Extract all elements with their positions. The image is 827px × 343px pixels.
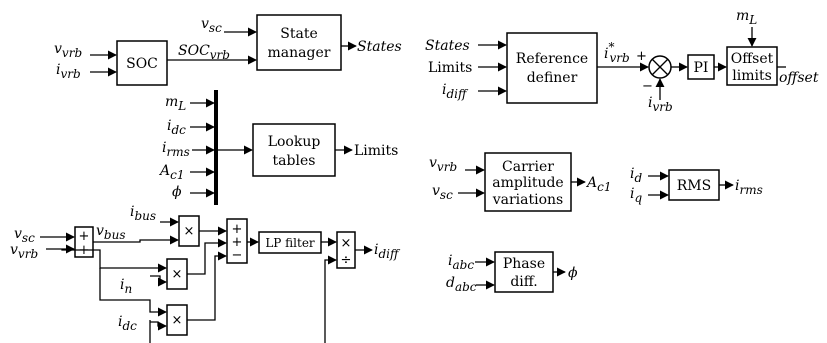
carrier-label-3: variations <box>492 192 564 208</box>
rms-output-label: irms <box>735 178 763 197</box>
idiff-input-vsc: vsc <box>14 226 35 245</box>
reference-output-label: i*vrb <box>604 40 630 65</box>
pi-block <box>687 54 715 80</box>
lookup-section: mL idc irms Ac1 ϕ Lookup tables Limits <box>158 90 398 205</box>
summing-plus-sign: + <box>636 49 647 64</box>
in-to-mult2-wire <box>150 275 167 287</box>
rms-input-id: id <box>630 166 642 185</box>
rms-label: RMS <box>677 178 711 194</box>
vbus-wire <box>93 235 179 245</box>
rms-block <box>668 169 720 201</box>
vvrb-to-mult3-wire <box>99 268 167 317</box>
reference-definer-block <box>506 32 598 104</box>
lookup-input-idc: idc <box>167 118 186 137</box>
mult3-to-sum2 <box>187 251 227 321</box>
offset-output-label: offset <box>779 70 819 86</box>
state-manager-input-vsc: vsc <box>201 16 222 35</box>
ibus-label: ibus <box>130 204 156 223</box>
state-manager-label-2: manager <box>268 45 331 61</box>
sum-2-sign-3: − <box>232 248 243 263</box>
soc-output-label: SOCvrb <box>178 43 230 62</box>
lookup-label-1: Lookup <box>268 134 321 150</box>
sum-2-sign-1: + <box>232 222 243 237</box>
lookup-input-phi: ϕ <box>172 184 182 200</box>
state-manager-output-label: States <box>357 39 402 55</box>
phase-label-2: diff. <box>510 274 537 290</box>
carrier-label-2: amplitude <box>492 175 563 191</box>
soc-input-ivrb: ivrb <box>56 62 81 81</box>
soc-input-vvrb: vvrb <box>54 41 82 60</box>
reference-section: States Limits idiff Reference definer i*… <box>425 8 819 114</box>
ref-input-idiff: idiff <box>442 82 469 101</box>
ref-input-states: States <box>425 38 470 54</box>
divider-top-sign: × <box>341 236 352 251</box>
phase-label-1: Phase <box>503 256 545 272</box>
offset-limits-block <box>726 46 778 86</box>
sum-2-sign-2: + <box>232 235 243 250</box>
in-label: in <box>120 277 132 296</box>
offset-label-2: limits <box>732 68 772 84</box>
soc-section: vvrb ivrb SOC SOCvrb vsc State manager S… <box>54 14 402 86</box>
vbus-label: vbus <box>96 223 126 242</box>
soc-block <box>116 40 168 86</box>
idc-to-mult3-wire <box>150 321 167 331</box>
carrier-block <box>484 152 572 212</box>
lookup-input-Ac1: Ac1 <box>158 163 184 182</box>
phase-input-dabc: dabc <box>446 275 477 294</box>
phase-output-label: ϕ <box>568 265 578 281</box>
rms-input-iq: iq <box>630 186 642 205</box>
idiff-input-vvrb: vvrb <box>10 242 38 261</box>
phase-input-iabc: iabc <box>448 253 474 272</box>
multiplier-3-sign: × <box>172 313 183 328</box>
state-manager-block <box>256 14 342 71</box>
multiplier-1-sign: × <box>184 224 195 239</box>
ref-input-limits: Limits <box>428 60 472 76</box>
sum-1-top-sign: + <box>79 229 90 244</box>
feedback-label: ivrb <box>648 95 673 114</box>
lookup-input-mL: mL <box>165 94 186 113</box>
vvrb-to-mult2-wire <box>61 249 167 273</box>
carrier-input-vsc: vsc <box>432 183 453 202</box>
idiff-section: vsc vvrb + + vbus ibus × × × in idc + + … <box>10 204 401 343</box>
offset-label-1: Offset <box>731 51 774 67</box>
multiplier-2-sign: × <box>172 267 183 282</box>
lookup-tables-block <box>252 123 336 177</box>
rms-section: id iq RMS irms <box>630 166 763 205</box>
divider-denominator-wire <box>324 255 337 343</box>
carrier-section: vvrb vsc Carrier amplitude variations Ac… <box>429 152 611 212</box>
mult2-to-sum2 <box>187 238 227 275</box>
idiff-output-label: idiff <box>374 242 401 261</box>
lookup-label-2: tables <box>273 153 316 169</box>
lookup-input-irms: irms <box>162 140 190 159</box>
state-manager-label-1: State <box>280 26 317 42</box>
summing-minus-sign: − <box>642 79 653 94</box>
pi-label: PI <box>694 60 709 76</box>
carrier-label-1: Carrier <box>502 159 554 175</box>
reference-label-1: Reference <box>516 51 588 67</box>
reference-label-2: definer <box>527 70 578 86</box>
summing-junction-x2 <box>651 58 669 76</box>
phase-diff-block <box>494 251 554 293</box>
sum-block-2 <box>226 218 248 264</box>
lookup-output-label: Limits <box>354 143 398 159</box>
phase-section: iabc dabc Phase diff. ϕ <box>446 251 578 294</box>
carrier-input-vvrb: vvrb <box>429 155 457 174</box>
divider-bottom-sign: ÷ <box>341 253 352 268</box>
soc-block-label: SOC <box>126 56 158 72</box>
lp-filter-label: LP filter <box>265 236 315 250</box>
carrier-output-label: Ac1 <box>585 175 611 194</box>
idc-label: idc <box>118 314 137 333</box>
offset-input-mL: mL <box>736 8 757 27</box>
